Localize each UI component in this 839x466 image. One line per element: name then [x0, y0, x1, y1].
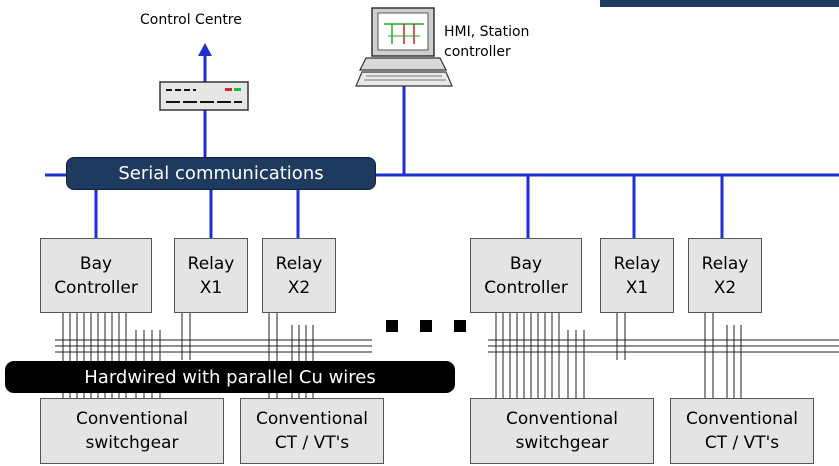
right-horizontal-wires	[488, 339, 839, 353]
right-drop-lines	[526, 175, 724, 240]
left-relay-x2-label: Relay X2	[275, 253, 323, 298]
right-bay-controller: Bay Controller	[470, 238, 582, 313]
left-ct-vt: Conventional CT / VT's	[240, 398, 384, 464]
left-relay-x1: Relay X1	[174, 238, 248, 313]
left-ct-vt-label: Conventional CT / VT's	[255, 409, 369, 453]
right-switchgear: Conventional switchgear	[470, 398, 654, 464]
right-ct-vt-label: Conventional CT / VT's	[685, 409, 799, 453]
right-ct-vt: Conventional CT / VT's	[670, 398, 814, 464]
right-relay-x1: Relay X1	[600, 238, 674, 313]
serial-communications-bus: Serial communications	[66, 157, 376, 190]
header-band	[600, 0, 839, 7]
left-switchgear: Conventional switchgear	[40, 398, 224, 464]
uplink-arrow	[198, 43, 212, 56]
hardwired-bus: Hardwired with parallel Cu wires	[5, 361, 455, 393]
left-relay-x1-label: Relay X1	[187, 253, 235, 298]
ellipsis-icon	[386, 320, 466, 332]
gateway-device-icon	[159, 81, 249, 111]
hardwired-label: Hardwired with parallel Cu wires	[84, 366, 376, 388]
right-vertical-wires	[495, 312, 742, 400]
serial-communications-label: Serial communications	[118, 163, 324, 184]
left-relay-x2: Relay X2	[262, 238, 336, 313]
right-switchgear-label: Conventional switchgear	[505, 409, 619, 453]
right-bay-controller-label: Bay Controller	[484, 253, 568, 298]
left-bay-controller: Bay Controller	[40, 238, 152, 313]
right-relay-x2: Relay X2	[688, 238, 762, 313]
hmi-computer-icon	[355, 7, 453, 87]
left-horizontal-wires	[55, 339, 372, 353]
right-relay-x2-label: Relay X2	[701, 253, 749, 298]
hmi-label: HMI, Station controller	[444, 24, 530, 60]
right-relay-x1-label: Relay X1	[613, 253, 661, 298]
left-bay-controller-label: Bay Controller	[54, 253, 138, 298]
control-centre-label: Control Centre	[140, 12, 242, 28]
left-switchgear-label: Conventional switchgear	[75, 409, 189, 453]
